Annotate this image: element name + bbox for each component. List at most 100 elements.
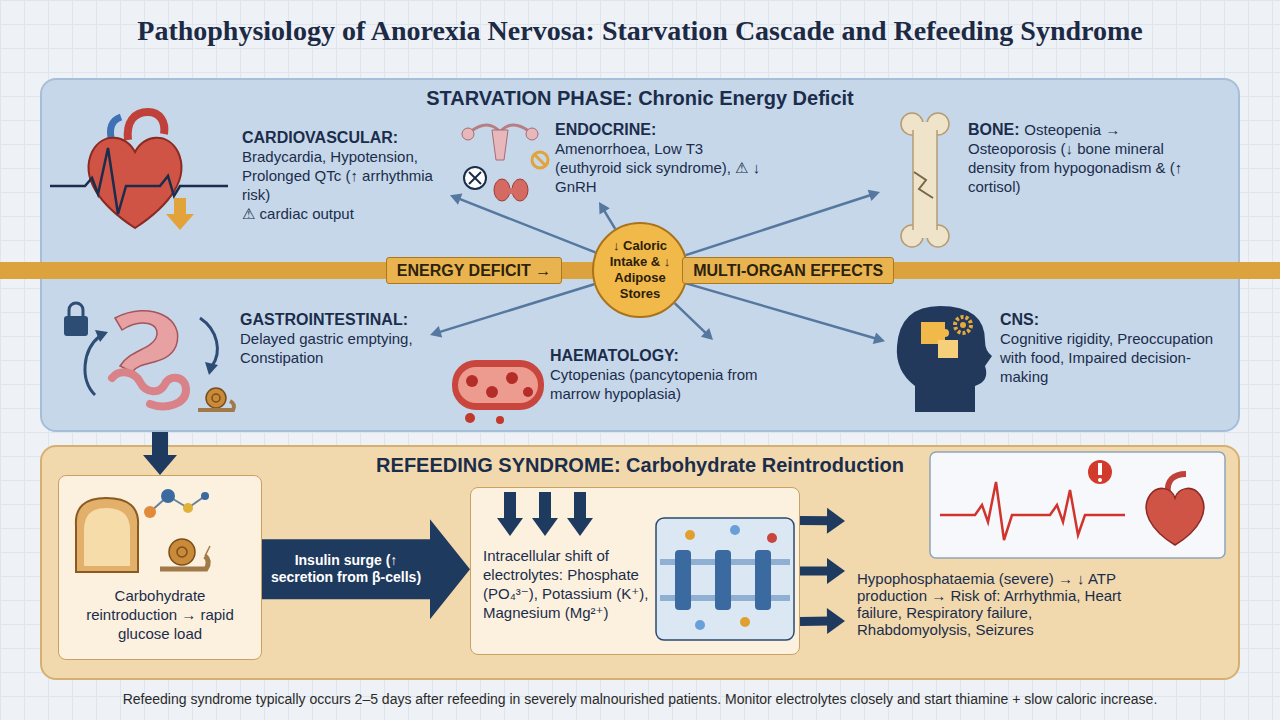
organ-description: Bradycardia, Hypotension, Prolonged QTc … [242, 147, 442, 204]
bone-icon [901, 113, 923, 135]
process-box: Intracellular shift of electrolytes: Pho… [470, 487, 800, 655]
gut-icon [95, 330, 108, 342]
endocrine-icon [506, 188, 516, 194]
connector-arrow [686, 283, 885, 344]
connector-line [800, 567, 831, 576]
band-label: ENERGY DEFICIT → [386, 257, 562, 284]
arrow-head [143, 455, 177, 475]
endocrine-icon [494, 179, 510, 201]
cell-membrane-icon [675, 550, 691, 610]
heart-icon [110, 117, 121, 142]
connector-line [675, 303, 707, 334]
bread-icon [144, 506, 156, 518]
cell-membrane-icon [740, 617, 750, 627]
energy-band: ENERGY DEFICIT →MULTI-ORGAN EFFECTS↓ Cal… [0, 262, 1280, 279]
heart-icon [128, 112, 165, 140]
energy-circle: ↓ Caloric Intake & ↓ Adipose Stores [592, 222, 688, 318]
block-arrow [262, 519, 470, 619]
gut-icon [205, 362, 218, 375]
gut-icon [198, 401, 234, 410]
box-text: Carbohydrate reintroduction → rapid gluc… [69, 586, 251, 643]
connector-arrow [800, 558, 845, 584]
brain-head-icon [960, 322, 966, 328]
band-label: MULTI-ORGAN EFFECTS [682, 257, 894, 284]
outcome-text: Hypophosphataemia (severe) → ↓ ATP produ… [857, 570, 1135, 638]
endocrine-icon [469, 172, 481, 184]
gut-icon [69, 303, 83, 316]
connector-arrow [143, 432, 177, 475]
ion-influx-arrows [497, 492, 593, 536]
connector-line [604, 210, 616, 229]
cell-membrane-icon [695, 620, 705, 630]
bread-icon [201, 492, 209, 500]
bone-icon [914, 172, 933, 198]
arrow-head [430, 326, 442, 337]
gut-icon [200, 318, 217, 366]
organ-heading: CARDIOVASCULAR: [242, 128, 442, 147]
arrow-head [873, 332, 885, 344]
ecg-monitor-icon [930, 452, 1225, 558]
endocrine-icon [469, 172, 481, 184]
bread-icon [177, 547, 187, 557]
heart-icon [166, 198, 194, 230]
ecg-monitor-icon [1098, 463, 1102, 475]
connector-arrow [430, 284, 594, 337]
organ-heading: GASTROINTESTINAL: [240, 310, 426, 329]
arrow-head [868, 190, 880, 201]
edge-label: Insulin surge (↑ secretion from β-cells) [268, 552, 424, 586]
bread-icon [150, 496, 168, 512]
blood-vessel-icon [466, 375, 478, 387]
bone-icon [936, 130, 938, 230]
gut-icon [115, 311, 178, 372]
bone-icon [927, 225, 949, 247]
cell-membrane-icon [767, 533, 777, 543]
connector-line [438, 284, 594, 332]
bread-icon [205, 546, 210, 556]
organ-heading: BONE: [968, 121, 1020, 138]
ecg-monitor-icon [940, 482, 1125, 540]
circle-label: ↓ Caloric Intake & ↓ Adipose Stores [605, 238, 675, 302]
gut-icon [64, 303, 234, 410]
bread-icon [169, 539, 195, 565]
blood-vessel-icon [452, 360, 544, 410]
bread-icon [168, 496, 188, 508]
organ-group: GASTROINTESTINAL:Delayed gastric emptyin… [50, 300, 430, 425]
connector-arrow [800, 608, 845, 634]
brain-head-icon [897, 306, 992, 412]
organ-description: Cognitive rigidity, Preoccupation with f… [1000, 329, 1226, 386]
gut-icon [112, 372, 186, 406]
connector-line [152, 432, 168, 459]
connector-line [800, 617, 831, 626]
organ-heading: ENDOCRINE: [555, 120, 767, 139]
diagram-caption: Refeeding syndrome typically occurs 2–5 … [0, 690, 1280, 708]
blood-vessel-icon [506, 372, 518, 384]
heart-icon [50, 112, 228, 230]
ecg-monitor-icon [1098, 478, 1102, 482]
organ-heading: HAEMATOLOGY: [550, 346, 774, 365]
brain-head-icon [938, 340, 958, 358]
outcome-group: Hypophosphataemia (severe) → ↓ ATP produ… [845, 450, 1230, 665]
bread-icon [161, 489, 175, 503]
blood-vessel-icon [465, 413, 475, 423]
bread-icon [84, 508, 130, 566]
organ-group: ENDOCRINE:Amenorrhoea, Low T3 (euthyroid… [455, 114, 775, 202]
bone-icon [901, 225, 923, 247]
ion-influx-arrows [574, 492, 586, 518]
brain-head-icon [941, 329, 949, 337]
connector-arrow [686, 190, 880, 255]
endocrine-icon [462, 125, 548, 201]
bone-icon [927, 113, 949, 135]
organ-description: Delayed gastric emptying, Constipation [240, 329, 426, 367]
panel-heading: REFEEDING SYNDROME: Carbohydrate Reintro… [42, 447, 1238, 477]
arrow-head [450, 194, 462, 205]
arrow-head [701, 328, 713, 340]
organ-group: BONE:Osteopenia → Osteoporosis (↓ bone m… [880, 114, 1230, 244]
cell-membrane-icon [660, 559, 790, 565]
bread-icon [160, 556, 208, 569]
connector-arrow [262, 519, 470, 619]
endocrine-icon [492, 130, 508, 160]
blood-vessel-icon [496, 416, 504, 424]
connector-arrow [450, 194, 595, 253]
gut-icon [85, 336, 100, 395]
bread-icon [76, 498, 138, 572]
